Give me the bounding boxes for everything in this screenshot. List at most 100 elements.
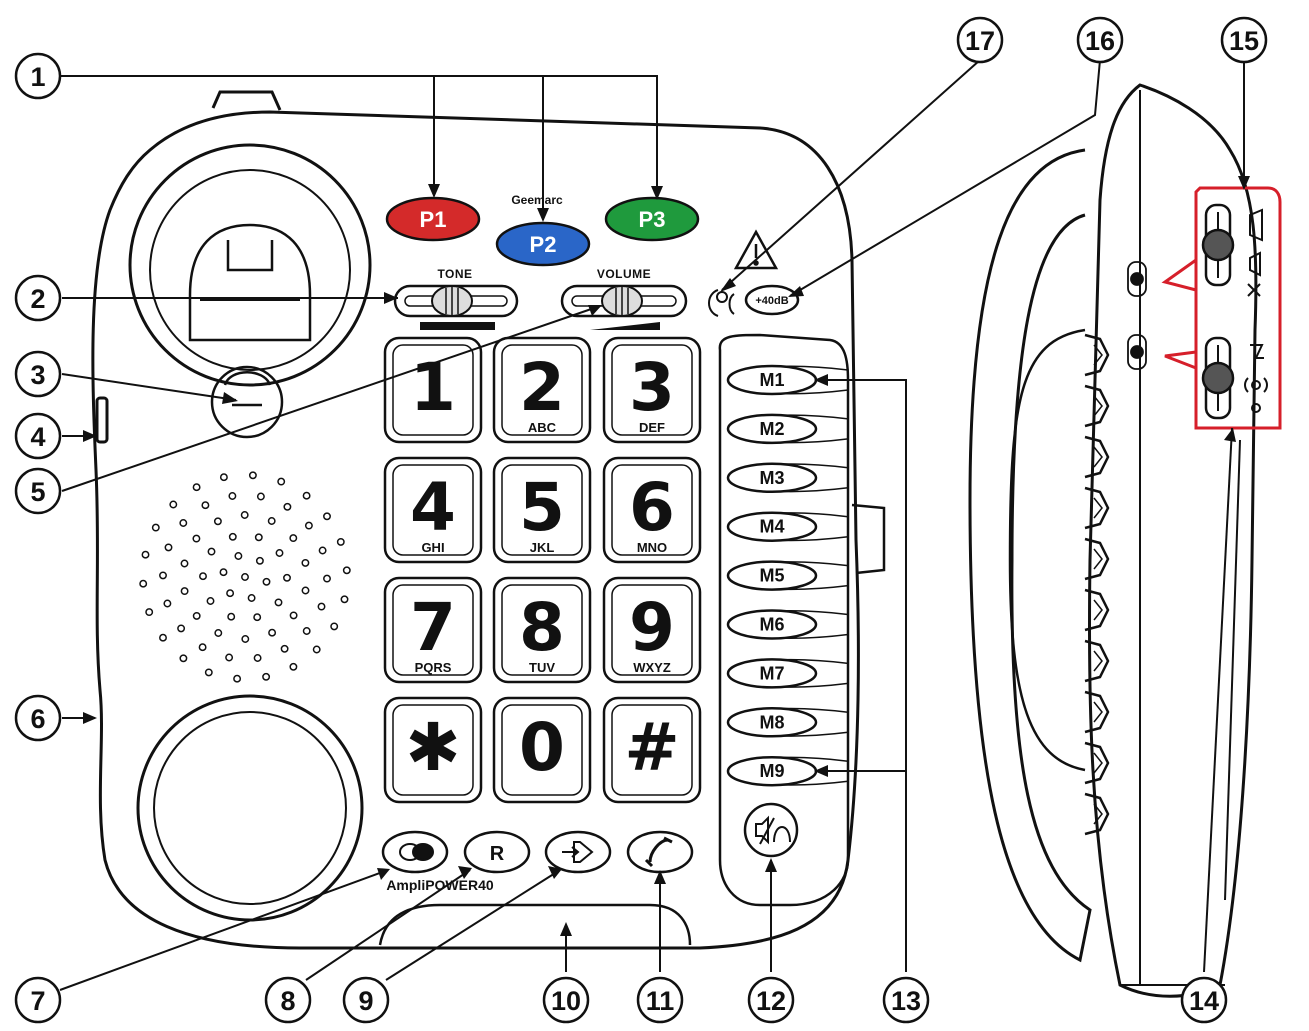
- speaker-hole: [151, 523, 160, 532]
- speaker-hole: [164, 543, 173, 552]
- redial-button[interactable]: [544, 830, 612, 874]
- callout-number: 17: [965, 26, 995, 56]
- amplify-button[interactable]: [381, 830, 449, 874]
- side-key-profile: [1084, 588, 1110, 632]
- memory-button[interactable]: M4: [726, 511, 849, 542]
- callout-13: 13: [882, 976, 930, 1024]
- bell-icon: [1249, 208, 1263, 242]
- speaker-hole: [213, 517, 222, 526]
- speaker-hole: [253, 613, 262, 622]
- recall-button[interactable]: R: [463, 830, 531, 874]
- cradle-hook: [226, 240, 274, 272]
- side-back-line: [1224, 439, 1241, 901]
- keypad-key-digit: 4: [410, 469, 456, 546]
- speed-dial-p1[interactable]: P1: [385, 196, 481, 242]
- callout-17: 17: [956, 16, 1004, 64]
- tone-label: TONE: [437, 267, 472, 281]
- speaker-hole: [201, 501, 210, 510]
- keypad-key[interactable]: #: [602, 696, 702, 804]
- speaker-hole: [163, 599, 172, 608]
- callout-number: 6: [30, 704, 45, 734]
- speaker-hole: [330, 622, 339, 631]
- speaker-hole: [277, 477, 286, 486]
- keypad-key-digit: 5: [519, 469, 565, 546]
- speaker-hole: [268, 628, 277, 637]
- memory-button[interactable]: M2: [726, 413, 849, 445]
- highlight-pointer-bottom: [1164, 350, 1197, 370]
- handsfree-button[interactable]: [626, 830, 694, 874]
- memory-button[interactable]: M5: [726, 560, 849, 591]
- side-key-edge: [1093, 395, 1103, 417]
- callout-3: 3: [14, 350, 62, 398]
- speaker-hole: [192, 534, 201, 543]
- speaker-hole: [302, 627, 311, 635]
- speaker-hole: [255, 556, 264, 565]
- speaker-hole: [228, 532, 237, 541]
- boost-button-40db[interactable]: +40dB: [744, 284, 800, 316]
- speaker-hole: [225, 653, 234, 662]
- keypad-key-letters: WXYZ: [633, 660, 671, 675]
- memory-button[interactable]: M6: [726, 609, 849, 640]
- speaker-hole: [275, 549, 284, 557]
- speaker-hole: [289, 611, 298, 620]
- keypad-key[interactable]: 0: [492, 696, 592, 804]
- keypad-key[interactable]: 1: [383, 336, 483, 444]
- memory-button[interactable]: M7: [726, 658, 849, 689]
- side-key-edge: [1093, 701, 1103, 723]
- speed-dial-p3[interactable]: P3: [604, 196, 700, 242]
- boost-label: +40dB: [755, 295, 788, 307]
- memory-button-label: M5: [759, 566, 784, 586]
- speaker-hole: [318, 546, 327, 555]
- brand-logo: Geemarc: [511, 193, 563, 207]
- side-key-edge: [1093, 446, 1103, 468]
- speaker-hole: [248, 471, 257, 480]
- memory-button-label: M8: [759, 712, 784, 732]
- speaker-headset-button[interactable]: [743, 802, 799, 858]
- visual-ring-switch[interactable]: [1201, 336, 1235, 420]
- speed-dial-p2[interactable]: P2: [495, 221, 591, 267]
- speaker-hole: [317, 602, 326, 611]
- side-key-profile: [1084, 486, 1110, 530]
- memory-button-label: M1: [759, 370, 784, 390]
- hook-switch[interactable]: [210, 365, 284, 439]
- side-key-profile: [1084, 792, 1110, 836]
- highlight-pointer-top: [1161, 258, 1197, 292]
- memory-button[interactable]: M3: [726, 462, 849, 494]
- speaker-hole: [192, 611, 201, 620]
- cradle-fixture: [188, 223, 312, 342]
- speaker-hole: [342, 566, 351, 575]
- ringer-volume-switch[interactable]: [1201, 203, 1235, 287]
- speaker-hole: [159, 571, 167, 580]
- keypad-key-digit: 0: [519, 709, 565, 786]
- speaker-hole: [304, 521, 313, 530]
- side-key-edge: [1093, 548, 1103, 570]
- memory-button[interactable]: M8: [726, 707, 849, 738]
- earcup-inner: [153, 711, 347, 905]
- speaker-hole: [289, 662, 298, 671]
- speaker-hole: [180, 587, 189, 596]
- earcup-outer: [136, 694, 364, 922]
- cradle-inner: [149, 169, 351, 371]
- volume-label: VOLUME: [597, 267, 651, 281]
- ring-sound-icon: [1244, 344, 1268, 413]
- keypad-key-digit: ✱: [405, 709, 460, 786]
- redial-arrow-icon: [562, 841, 594, 863]
- callout-number: 7: [30, 986, 45, 1016]
- keypad-key[interactable]: ✱: [383, 696, 483, 804]
- callout-number: 10: [551, 986, 581, 1016]
- tone-slider[interactable]: TONE: [393, 267, 519, 330]
- callout-number: 4: [30, 422, 45, 452]
- volume-slider[interactable]: VOLUME: [560, 267, 688, 330]
- warning-triangle-icon: [733, 229, 779, 270]
